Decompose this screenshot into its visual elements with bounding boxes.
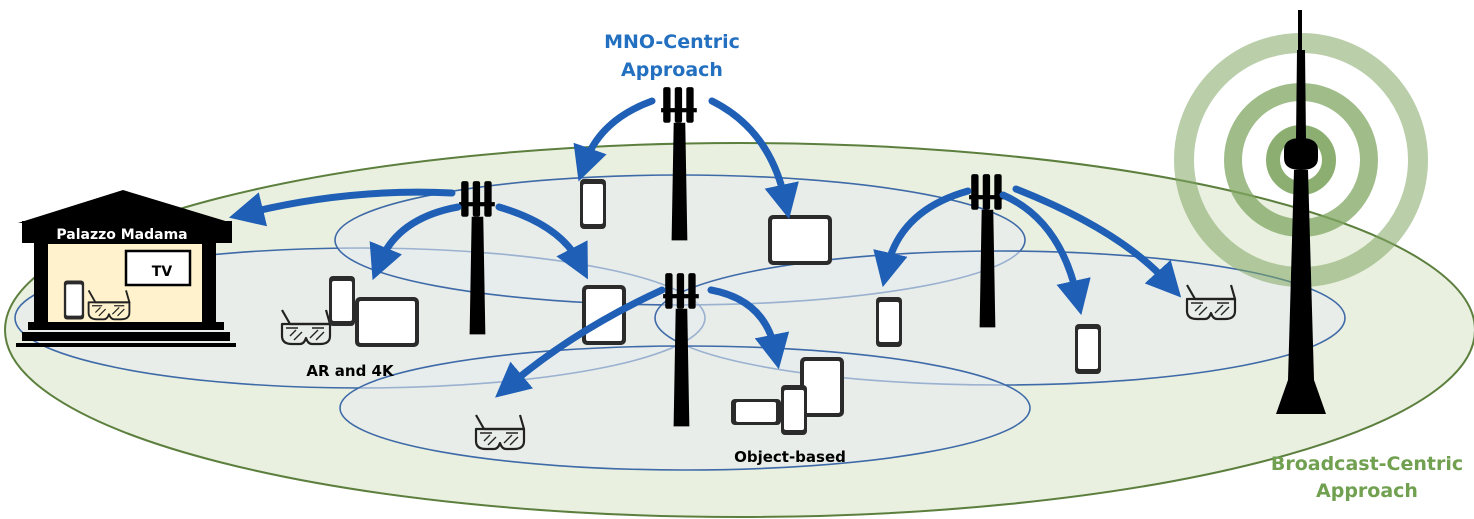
ar-and-4k-label: AR and 4K: [306, 362, 395, 380]
transmission-arrows: [228, 97, 1182, 398]
tablet-icon: [355, 297, 419, 347]
broadcast-approach-label-line2: Approach: [1316, 480, 1418, 502]
smartphone-icon: [580, 179, 606, 229]
smartphone-icon: [1075, 324, 1101, 374]
smartphone-icon: [781, 385, 807, 435]
smartphone-icon: [329, 276, 355, 326]
tv-label: TV: [152, 264, 173, 280]
broadcast-tower-icon: [1276, 10, 1326, 414]
broadcast-approach-label-line1: Broadcast-Centric: [1271, 453, 1463, 475]
smartphone-icon: [876, 297, 902, 347]
building-name-label: Palazzo Madama: [56, 227, 187, 243]
mno-approach-label-line2: Approach: [621, 59, 723, 81]
smartphone-icon: [731, 399, 781, 425]
tablet-icon: [768, 215, 832, 265]
object-based-label: Object-based: [734, 448, 846, 466]
mno-approach-label-line1: MNO-Centric: [604, 31, 740, 53]
tv-icon: [124, 249, 192, 287]
